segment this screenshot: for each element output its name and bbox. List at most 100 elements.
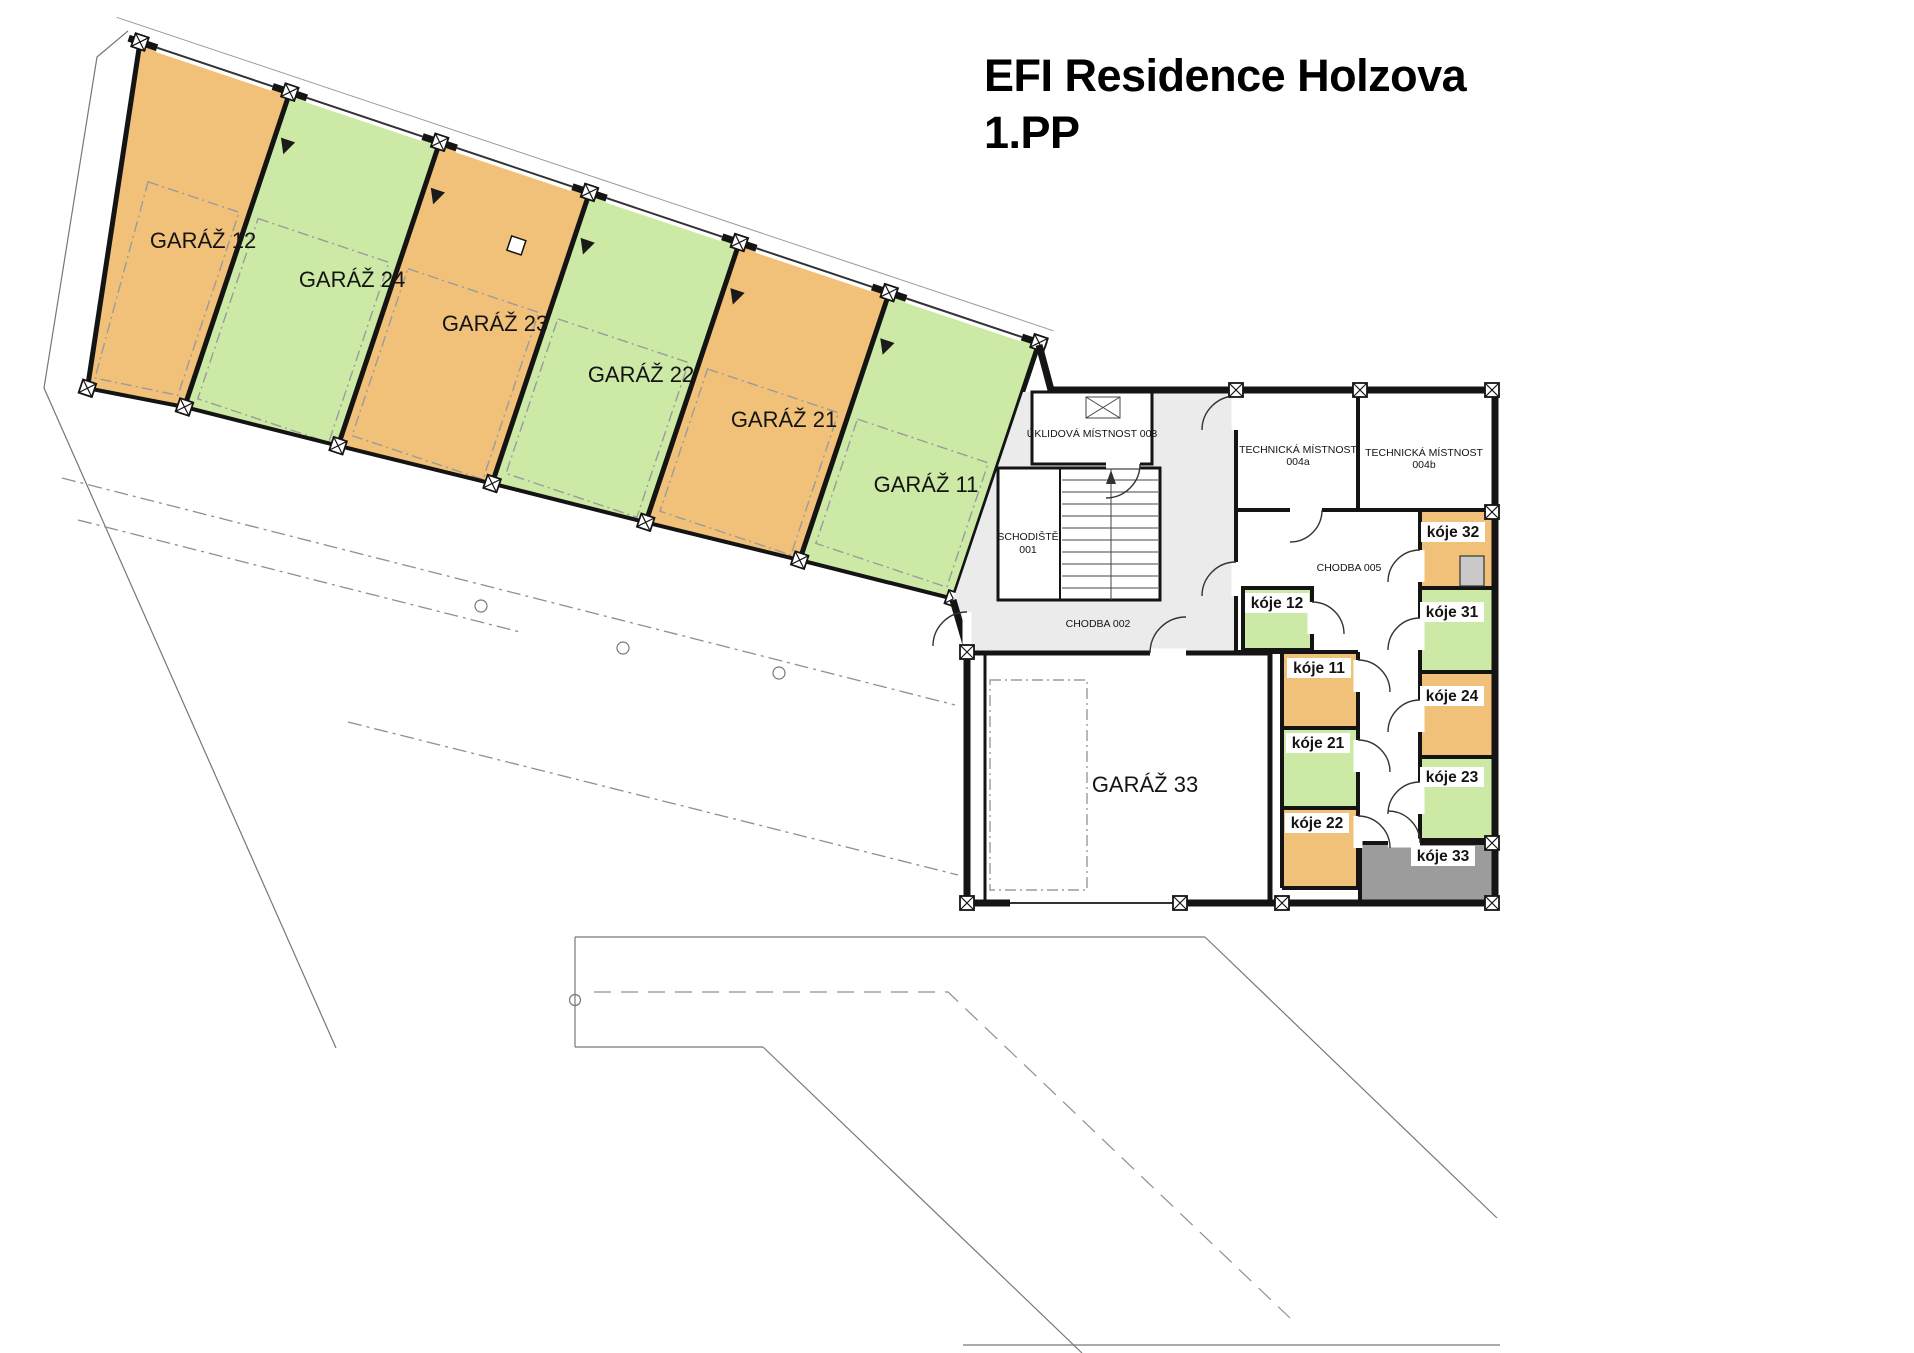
column-marker-icon — [1484, 504, 1500, 520]
door-arc — [1357, 659, 1391, 693]
property-line — [43, 30, 337, 1049]
koje-24-label: kóje 24 — [1426, 688, 1479, 705]
koje-21-label: kóje 21 — [1292, 735, 1345, 752]
parking-outline — [814, 418, 990, 589]
road-edge — [1204, 936, 1498, 1219]
garage-33-area — [985, 655, 1270, 903]
door-arc — [1357, 815, 1391, 849]
technical-room-b-label-line2: 004b — [1412, 459, 1436, 471]
garage-11-label: GARÁŽ 11 — [874, 472, 979, 497]
plan-title: EFI Residence Holzova 1.PP — [984, 48, 1467, 161]
door-arc — [1387, 810, 1421, 844]
koje-31-area — [1420, 588, 1495, 672]
garage-22-area — [492, 192, 740, 523]
stair-treads — [1062, 468, 1158, 600]
garage-door — [606, 197, 723, 238]
koje-23-label: kóje 23 — [1426, 769, 1479, 786]
technical-room-a-label-line2: 004a — [1286, 456, 1310, 468]
parking-outline — [351, 267, 540, 481]
technical-room-a-label-line1: TECHNICKÁ MÍSTNOST — [1239, 443, 1357, 456]
label-bg — [1411, 846, 1475, 866]
garage-24-area — [184, 92, 440, 446]
column-marker-icon — [635, 512, 656, 533]
drain-circle — [568, 993, 582, 1007]
road-centerline — [594, 991, 1291, 1319]
wall — [335, 141, 443, 447]
column-marker-icon — [1172, 895, 1188, 911]
column-marker-icon — [579, 182, 600, 203]
wall — [643, 241, 742, 524]
door-arc — [1201, 561, 1237, 597]
garage-door — [456, 147, 573, 188]
technical-room-b-label-line1: TECHNICKÁ MÍSTNOST — [1365, 446, 1483, 459]
drain-circle — [772, 666, 786, 680]
koje-31-label: kóje 31 — [1426, 604, 1479, 621]
drain-circle — [474, 599, 488, 613]
driveway-centerline — [61, 477, 956, 706]
label-bg — [1285, 813, 1349, 833]
door-marker-icon — [280, 137, 296, 155]
garage-wing — [77, 16, 1054, 609]
sink-fixture-icon — [1085, 396, 1121, 419]
road-edge — [762, 1046, 1083, 1353]
shaft-box — [1459, 555, 1485, 587]
column-marker-icon — [174, 397, 195, 417]
label-bg — [1286, 733, 1350, 753]
column-marker-icon — [1484, 382, 1500, 398]
door-arc — [1289, 509, 1323, 543]
column-marker-icon — [328, 435, 348, 456]
labels: GARÁŽ 12 GARÁŽ 24 GARÁŽ 23 GARÁŽ 22 GARÁ… — [150, 228, 1485, 866]
corridor-002-label: CHODBA 002 — [1066, 618, 1131, 630]
label-bg — [1287, 658, 1351, 678]
wall — [797, 291, 892, 561]
excavation-line — [116, 16, 1054, 332]
site-boundary — [43, 30, 337, 1049]
drain-circle — [616, 641, 630, 655]
garage-door — [156, 46, 274, 88]
stair-arrow-icon — [1106, 470, 1116, 484]
garage-23-label: GARÁŽ 23 — [442, 311, 548, 336]
garage-23-area — [338, 142, 590, 484]
garage-33-label: GARÁŽ 33 — [1092, 772, 1198, 797]
garage-21-area — [645, 242, 890, 561]
sink-fixture-icon — [1085, 396, 1121, 419]
wall — [182, 91, 293, 408]
door-marker-icon — [580, 237, 595, 255]
driveway-line — [77, 519, 521, 633]
door-marker-icon — [430, 187, 445, 205]
koje-24-area — [1420, 672, 1495, 757]
koje-12-label: kóje 12 — [1251, 595, 1304, 612]
column-marker-icon — [1274, 895, 1290, 911]
label-bg — [1420, 602, 1484, 622]
column-marker-icon — [789, 550, 810, 570]
staircase-label-line2: 001 — [1019, 544, 1037, 556]
koje-22-label: kóje 22 — [1291, 815, 1344, 832]
garage-11-area — [799, 292, 1040, 599]
door-arc — [1387, 549, 1421, 583]
garage-22-label: GARÁŽ 22 — [588, 362, 694, 387]
column-marker-icon — [1484, 835, 1500, 851]
door-marker-icon — [730, 288, 745, 305]
wall — [489, 191, 592, 485]
column-marker-icon — [1352, 382, 1368, 398]
door-arc — [1387, 781, 1421, 815]
door-arc — [1311, 601, 1345, 635]
driveway-edge-line — [347, 721, 959, 876]
door-arc — [1387, 617, 1421, 651]
shaft-box — [505, 235, 527, 256]
wall — [950, 342, 1042, 600]
staircase-room-area — [996, 466, 1162, 602]
parking-outline — [196, 217, 390, 444]
parking-outline — [94, 180, 240, 397]
garage-24-label: GARÁŽ 24 — [299, 267, 405, 292]
garage-12-label: GARÁŽ 12 — [150, 228, 256, 253]
door-arc — [1357, 739, 1391, 773]
koje-32-label: kóje 32 — [1427, 524, 1480, 541]
koje-33-label: kóje 33 — [1417, 848, 1470, 865]
column-marker-icon — [729, 232, 750, 253]
label-bg — [1421, 522, 1485, 542]
door-arc — [1387, 699, 1421, 733]
koje-11-label: kóje 11 — [1293, 660, 1345, 677]
cleaning-room-area — [1030, 390, 1154, 466]
